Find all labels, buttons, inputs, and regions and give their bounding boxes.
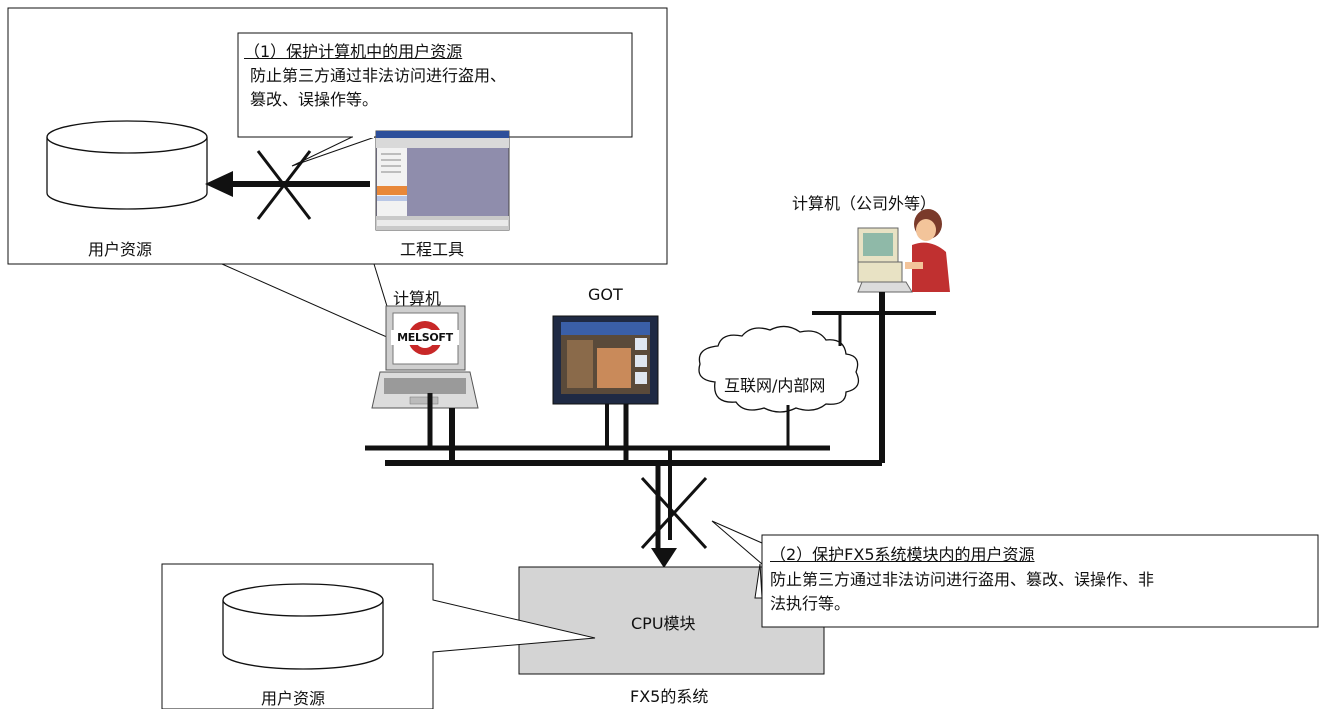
database-icon-bottom [222, 583, 384, 670]
user-resource-label-bottom: 用户资源 [261, 689, 326, 708]
got-panel-icon [552, 315, 659, 405]
user-resource-label-top: 用户资源 [88, 240, 153, 259]
cloud-icon [698, 325, 860, 413]
external-pc-label: 计算机（公司外等） [792, 194, 937, 213]
fx5-system-label: FX5的系统 [630, 687, 709, 706]
melsoft-logo [391, 330, 459, 345]
pc-label: 计算机 [393, 289, 442, 308]
person-computer-icon [857, 209, 950, 293]
blocked-access-arrow-top [205, 150, 370, 220]
database-icon [46, 120, 208, 210]
callout-2-body-line1: 防止第三方通过非法访问进行盗用、篡改、误操作、非 [770, 570, 1155, 589]
callout-1-box [237, 32, 633, 167]
got-label: GOT [588, 285, 623, 304]
callout-1-title: （1）保护计算机中的用户资源 [244, 42, 463, 61]
pc-region-pointer [221, 263, 399, 343]
cpu-module-label: CPU模块 [631, 614, 696, 633]
melsoft-logo-text: MELSOFT [397, 331, 453, 344]
blocked-access-arrow-bottom [640, 476, 708, 568]
network-lines [365, 292, 936, 555]
laptop-icon [371, 305, 479, 409]
internet-label: 互联网/内部网 [724, 376, 826, 395]
callout-1-body-line2: 篡改、误操作等。 [250, 90, 379, 109]
callout-2-title: （2）保护FX5系统模块内的用户资源 [770, 545, 1035, 564]
software-window-icon [375, 130, 510, 231]
engineering-tool-label: 工程工具 [400, 240, 465, 259]
callout-2-box [711, 520, 1319, 628]
callout-1-body-line1: 防止第三方通过非法访问进行盗用、 [250, 66, 507, 85]
callout-2-body-line2: 法执行等。 [770, 594, 851, 613]
